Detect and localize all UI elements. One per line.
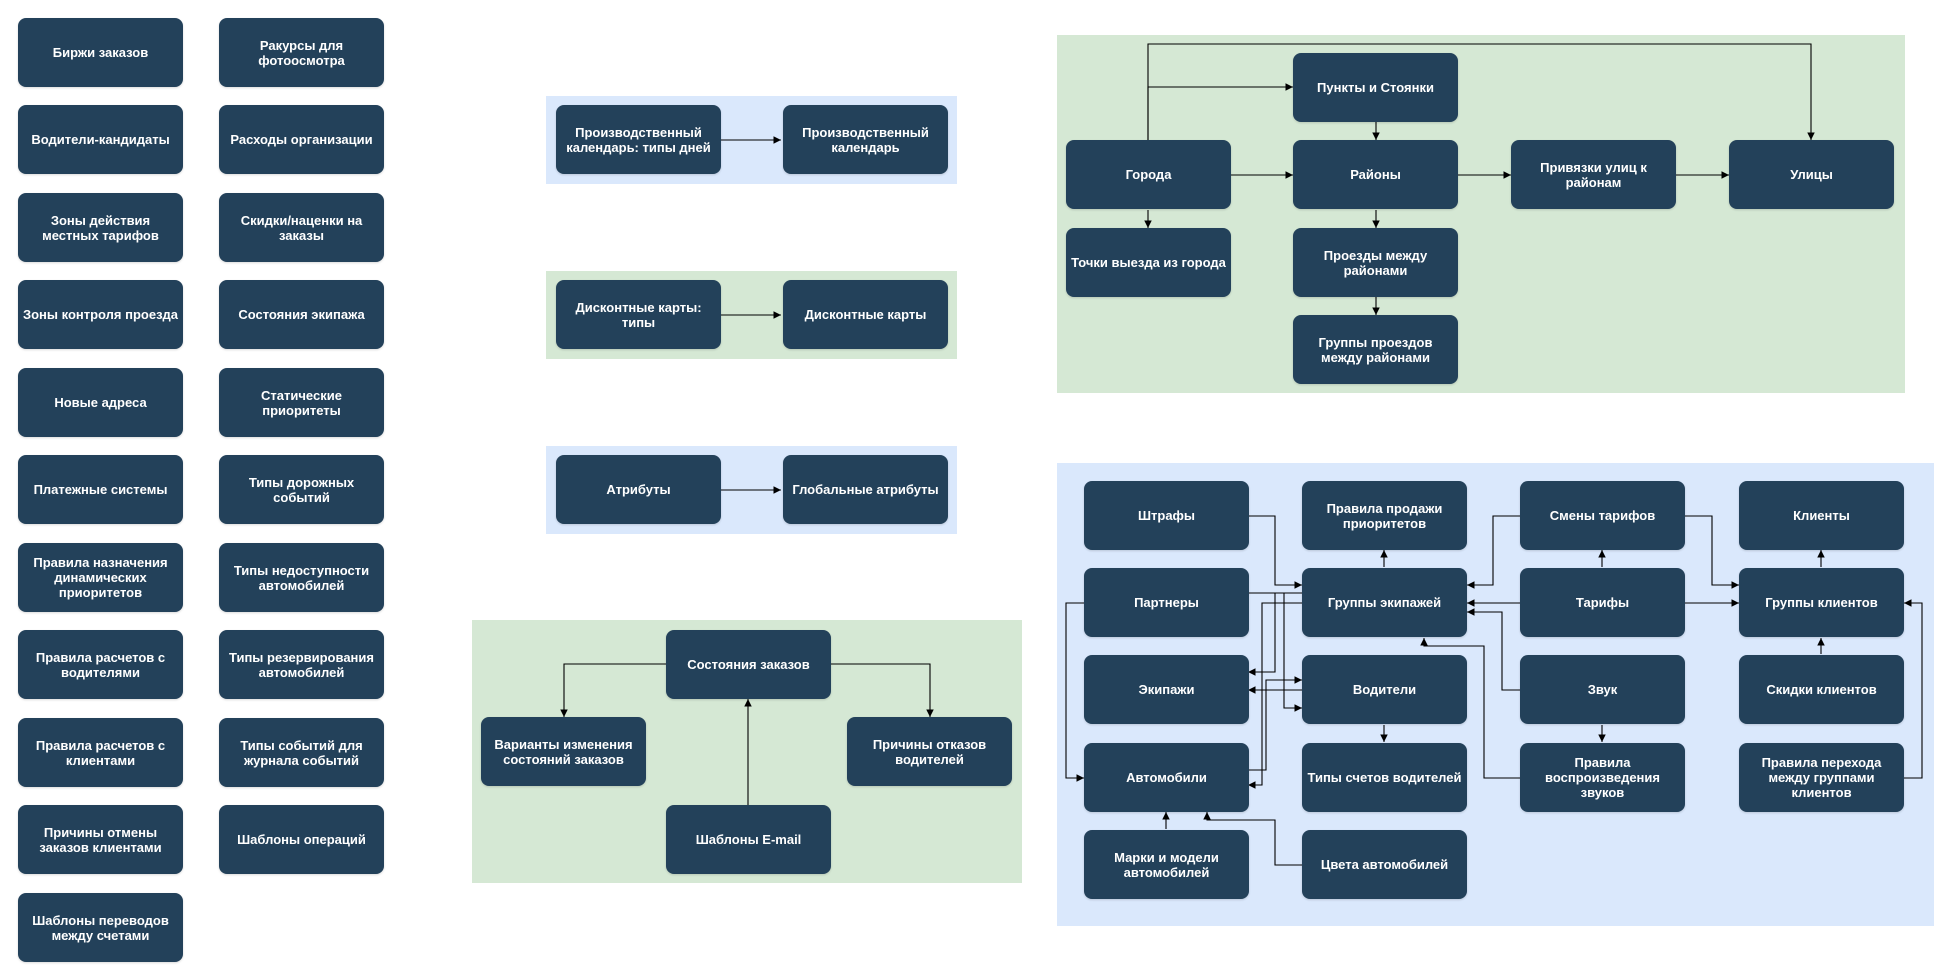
node-driver-candidates[interactable]: Водители-кандидаты: [18, 105, 183, 174]
node-email-templates[interactable]: Шаблоны E-mail: [666, 805, 831, 874]
node-car-unavailability-types[interactable]: Типы недоступности автомобилей: [219, 543, 384, 612]
node-client-discounts[interactable]: Скидки клиентов: [1739, 655, 1904, 724]
node-tariff-changes[interactable]: Смены тарифов: [1520, 481, 1685, 550]
node-cities[interactable]: Города: [1066, 140, 1231, 209]
node-driver-settlement-rules[interactable]: Правила расчетов с водителями: [18, 630, 183, 699]
node-discount-card-types[interactable]: Дисконтные карты: типы: [556, 280, 721, 349]
node-client-cancel-reasons[interactable]: Причины отмены заказов клиентами: [18, 805, 183, 874]
node-order-state-variants[interactable]: Варианты изменения состояний заказов: [481, 717, 646, 786]
node-crew-groups[interactable]: Группы экипажей: [1302, 568, 1467, 637]
node-event-log-types[interactable]: Типы событий для журнала событий: [219, 718, 384, 787]
node-production-calendar[interactable]: Производственный календарь: [783, 105, 948, 174]
node-crews[interactable]: Экипажи: [1084, 655, 1249, 724]
node-transfer-templates[interactable]: Шаблоны переводов между счетами: [18, 893, 183, 962]
node-client-settlement-rules[interactable]: Правила расчетов с клиентами: [18, 718, 183, 787]
node-car-colors[interactable]: Цвета автомобилей: [1302, 830, 1467, 899]
node-drivers[interactable]: Водители: [1302, 655, 1467, 724]
node-car-models[interactable]: Марки и модели автомобилей: [1084, 830, 1249, 899]
node-order-exchanges[interactable]: Биржи заказов: [18, 18, 183, 87]
node-city-exit-points[interactable]: Точки выезда из города: [1066, 228, 1231, 297]
node-payment-systems[interactable]: Платежные системы: [18, 455, 183, 524]
node-streets[interactable]: Улицы: [1729, 140, 1894, 209]
node-sound[interactable]: Звук: [1520, 655, 1685, 724]
node-street-district-links[interactable]: Привязки улиц к районам: [1511, 140, 1676, 209]
node-order-states[interactable]: Состояния заказов: [666, 630, 831, 699]
node-client-group-rules[interactable]: Правила перехода между группами клиентов: [1739, 743, 1904, 812]
node-passage-groups[interactable]: Группы проездов между районами: [1293, 315, 1458, 384]
node-tariffs[interactable]: Тарифы: [1520, 568, 1685, 637]
node-clients[interactable]: Клиенты: [1739, 481, 1904, 550]
node-points-parking[interactable]: Пункты и Стоянки: [1293, 53, 1458, 122]
node-partners[interactable]: Партнеры: [1084, 568, 1249, 637]
node-driver-refusal-reasons[interactable]: Причины отказов водителей: [847, 717, 1012, 786]
node-photo-angles[interactable]: Ракурсы для фотоосмотра: [219, 18, 384, 87]
node-attributes[interactable]: Атрибуты: [556, 455, 721, 524]
group-geography: [1057, 35, 1905, 393]
node-local-tariff-zones[interactable]: Зоны действия местных тарифов: [18, 193, 183, 262]
node-sound-rules[interactable]: Правила воспроизведения звуков: [1520, 743, 1685, 812]
node-districts[interactable]: Районы: [1293, 140, 1458, 209]
node-new-addresses[interactable]: Новые адреса: [18, 368, 183, 437]
node-car-reservation-types[interactable]: Типы резервирования автомобилей: [219, 630, 384, 699]
node-discount-cards[interactable]: Дисконтные карты: [783, 280, 948, 349]
node-order-discounts[interactable]: Скидки/наценки на заказы: [219, 193, 384, 262]
node-crew-states[interactable]: Состояния экипажа: [219, 280, 384, 349]
node-travel-control-zones[interactable]: Зоны контроля проезда: [18, 280, 183, 349]
node-cars[interactable]: Автомобили: [1084, 743, 1249, 812]
node-road-event-types[interactable]: Типы дорожных событий: [219, 455, 384, 524]
node-fines[interactable]: Штрафы: [1084, 481, 1249, 550]
node-client-groups[interactable]: Группы клиентов: [1739, 568, 1904, 637]
node-dynamic-priority-rules[interactable]: Правила назначения динамических приорите…: [18, 543, 183, 612]
node-static-priorities[interactable]: Статические приоритеты: [219, 368, 384, 437]
node-org-expenses[interactable]: Расходы организации: [219, 105, 384, 174]
node-calendar-day-types[interactable]: Производственный календарь: типы дней: [556, 105, 721, 174]
node-priority-sale-rules[interactable]: Правила продажи приоритетов: [1302, 481, 1467, 550]
node-operation-templates[interactable]: Шаблоны операций: [219, 805, 384, 874]
node-driver-account-types[interactable]: Типы счетов водителей: [1302, 743, 1467, 812]
node-global-attributes[interactable]: Глобальные атрибуты: [783, 455, 948, 524]
node-district-passages[interactable]: Проезды между районами: [1293, 228, 1458, 297]
